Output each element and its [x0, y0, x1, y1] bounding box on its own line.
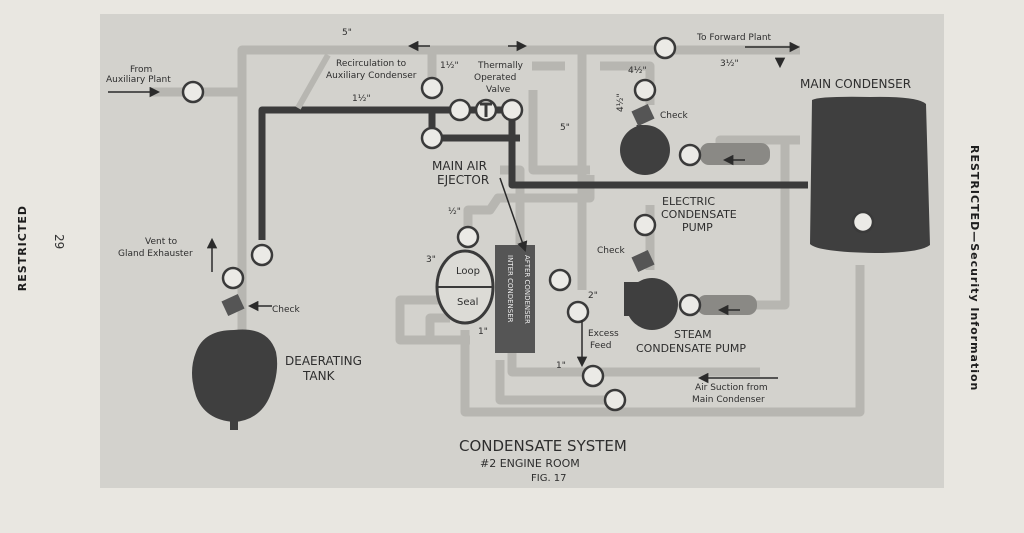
- size-5-mid: 5": [560, 123, 570, 133]
- figure-title: CONDENSATE SYSTEM: [459, 437, 627, 455]
- size-4h-b: 4½": [616, 93, 626, 112]
- label-main-condenser: MAIN CONDENSER: [800, 77, 911, 91]
- valve-icon: [250, 243, 274, 267]
- valve-icon: [633, 213, 657, 237]
- main-air-ejector: [495, 245, 535, 353]
- diagram-labels: From Auxiliary Plant Recirculation to Au…: [106, 28, 911, 484]
- valve-icon: [566, 300, 590, 324]
- condensate-system-diagram: From Auxiliary Plant Recirculation to Au…: [106, 28, 930, 484]
- label-electric-pump-2: CONDENSATE: [661, 208, 737, 221]
- valve-icon: [181, 80, 205, 104]
- label-electric-pump-3: PUMP: [682, 221, 713, 234]
- size-3: 3": [426, 255, 436, 265]
- label-from-aux: From: [130, 65, 152, 75]
- label-main-air-ejector: MAIN AIR: [432, 159, 487, 173]
- electric-condensate-pump: [620, 125, 670, 175]
- label-thermal: Thermally: [477, 61, 524, 71]
- page-number: 29: [52, 234, 66, 250]
- label-thermal-3: Valve: [486, 85, 511, 95]
- label-check-mid: Check: [597, 246, 625, 256]
- label-inter-condenser: INTER CONDENSER: [506, 255, 514, 323]
- label-air-suction-2: Main Condenser: [692, 395, 765, 405]
- label-check-top: Check: [660, 111, 688, 121]
- label-air-suction: Air Suction from: [695, 383, 768, 393]
- size-3h: 3½": [720, 59, 739, 69]
- diagram-plate: From Auxiliary Plant Recirculation to Au…: [100, 14, 944, 488]
- valve-icon: [851, 210, 875, 234]
- size-1h-a: 1½": [440, 61, 459, 71]
- label-check-left: Check: [272, 305, 300, 315]
- label-steam-pump: STEAM: [674, 328, 712, 341]
- thermal-valve-icon: [474, 98, 498, 122]
- label-steam-pump-2: CONDENSATE PUMP: [636, 342, 746, 355]
- label-seal: Seal: [457, 297, 478, 308]
- valve-icon: [420, 126, 444, 150]
- label-from-aux-2: Auxiliary Plant: [106, 75, 171, 85]
- label-to-forward: To Forward Plant: [696, 33, 772, 43]
- left-margin-restricted: RESTRICTED: [16, 205, 29, 292]
- equipment: [192, 96, 930, 430]
- valve-icon: [221, 266, 245, 290]
- label-after-condenser: AFTER CONDENSER: [523, 255, 531, 324]
- label-loop: Loop: [456, 266, 480, 277]
- flow-arrows: [108, 40, 801, 384]
- label-vent-2: Gland Exhauster: [118, 249, 193, 259]
- right-margin-security: RESTRICTED—Security Information: [968, 145, 981, 392]
- label-electric-pump: ELECTRIC: [662, 195, 715, 208]
- valve-icon: [500, 98, 524, 122]
- recirc-branch: [295, 53, 331, 110]
- deaerating-tank: [192, 329, 278, 422]
- label-recirc: Recirculation to: [336, 59, 407, 69]
- valve-icon: [420, 76, 444, 100]
- label-deaerating: DEAERATING: [285, 354, 362, 368]
- label-thermal-2: Operated: [474, 73, 516, 83]
- label-deaerating-2: TANK: [302, 369, 336, 383]
- valve-icon: [448, 98, 472, 122]
- label-excess-feed: Excess: [588, 329, 619, 339]
- valve-icon: [456, 225, 480, 249]
- label-vent: Vent to: [145, 237, 178, 247]
- size-half: ½": [448, 207, 461, 217]
- figure-number: FIG. 17: [531, 473, 567, 484]
- valve-icon: [678, 143, 702, 167]
- size-1h-b: 1½": [352, 94, 371, 104]
- label-recirc-2: Auxiliary Condenser: [326, 71, 417, 81]
- check-valves: [221, 103, 655, 317]
- valve-icon: [653, 36, 677, 60]
- size-1-a: 1": [478, 327, 488, 337]
- size-4h-a: 4½": [628, 66, 647, 76]
- label-main-air-ejector-2: EJECTOR: [437, 173, 489, 187]
- valve-icon: [633, 78, 657, 102]
- steam-pump-motor: [624, 282, 644, 316]
- valve-icon: [678, 293, 702, 317]
- valves: [181, 36, 875, 412]
- loop-seal: [435, 249, 495, 325]
- size-2: 2": [588, 291, 598, 301]
- valve-icon: [603, 388, 627, 412]
- figure-subtitle: #2 ENGINE ROOM: [480, 457, 580, 470]
- valve-icon: [548, 268, 572, 292]
- main-condenser: [810, 96, 930, 253]
- valve-icon: [581, 364, 605, 388]
- size-5-top: 5": [342, 28, 352, 38]
- label-excess-feed-2: Feed: [590, 341, 611, 351]
- size-1-b: 1": [556, 361, 566, 371]
